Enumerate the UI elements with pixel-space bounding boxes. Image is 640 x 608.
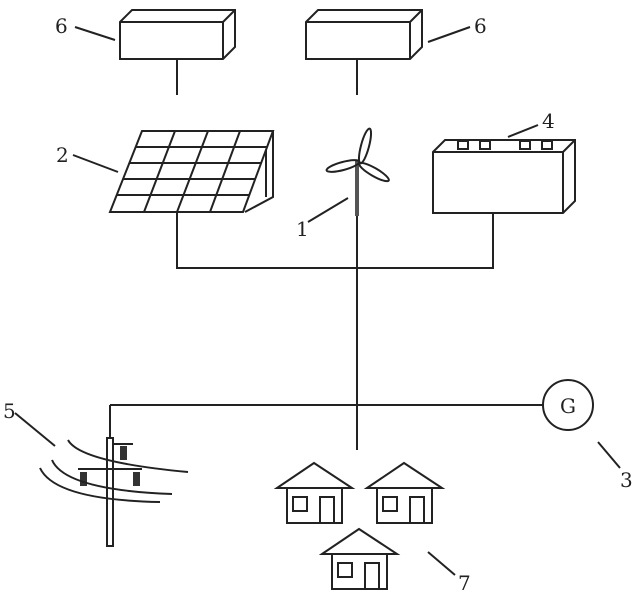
label-power-grid: 5	[3, 399, 16, 423]
controller-box-left	[119, 9, 236, 60]
label-controller-right: 6	[474, 14, 487, 38]
wiring	[109, 58, 543, 450]
house-left	[273, 461, 356, 524]
generator-symbol: G	[560, 394, 576, 418]
label-houses: 7	[458, 571, 471, 595]
house-bottom	[318, 527, 401, 590]
label-solar-panel: 2	[56, 143, 69, 167]
solar-panel	[108, 130, 275, 213]
label-controller-left: 6	[55, 14, 68, 38]
controller-box-right	[305, 9, 423, 60]
label-wind-turbine: 1	[296, 217, 309, 241]
leader-lines	[14, 26, 621, 576]
house-right	[363, 461, 446, 524]
wind-turbine	[325, 127, 390, 216]
label-generator: 3	[620, 468, 633, 492]
label-battery: 4	[542, 109, 555, 133]
battery	[432, 139, 576, 214]
power-pole	[39, 437, 189, 547]
generator: G	[542, 379, 594, 431]
